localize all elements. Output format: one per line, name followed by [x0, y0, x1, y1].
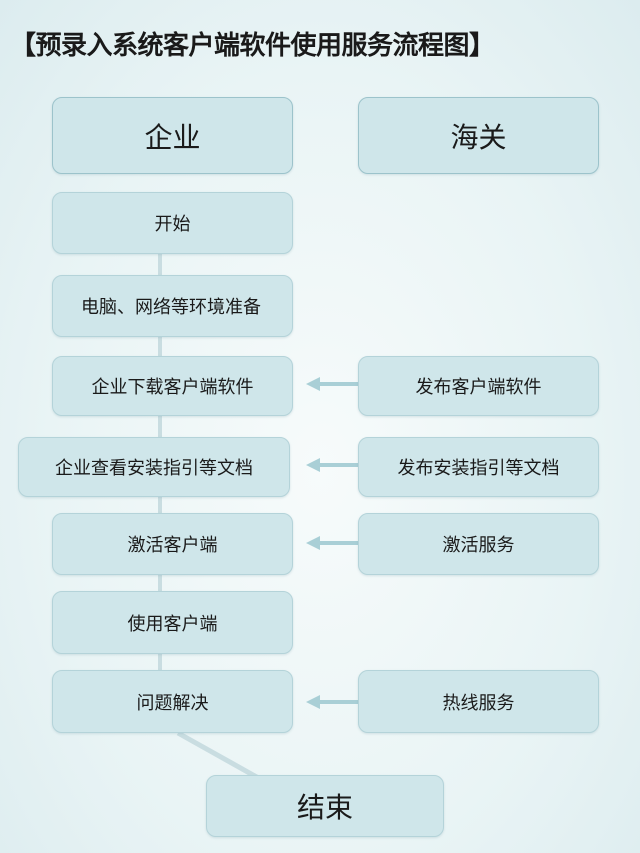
- arrow-publish-to-download: [306, 377, 358, 391]
- customs-publish-software: 发布客户端软件: [358, 356, 599, 416]
- customs-hotline: 热线服务: [358, 670, 599, 733]
- flow-connector: [176, 730, 264, 783]
- step-activate: 激活客户端: [52, 513, 293, 575]
- step-env-prep: 电脑、网络等环境准备: [52, 275, 293, 337]
- step-download: 企业下载客户端软件: [52, 356, 293, 416]
- step-end: 结束: [206, 775, 444, 837]
- arrow-hotline-to-solve: [306, 695, 358, 709]
- step-view-docs: 企业查看安装指引等文档: [18, 437, 290, 497]
- step-start: 开始: [52, 192, 293, 254]
- lane-header-enterprise: 企业: [52, 97, 293, 174]
- arrow-activation-to-activate: [306, 536, 358, 550]
- arrow-docs-to-view: [306, 458, 358, 472]
- step-solve: 问题解决: [52, 670, 293, 733]
- customs-activation-service: 激活服务: [358, 513, 599, 575]
- customs-publish-docs: 发布安装指引等文档: [358, 437, 599, 497]
- step-use: 使用客户端: [52, 591, 293, 654]
- lane-header-customs: 海关: [358, 97, 599, 174]
- diagram-title: 【预录入系统客户端软件使用服务流程图】: [10, 31, 495, 61]
